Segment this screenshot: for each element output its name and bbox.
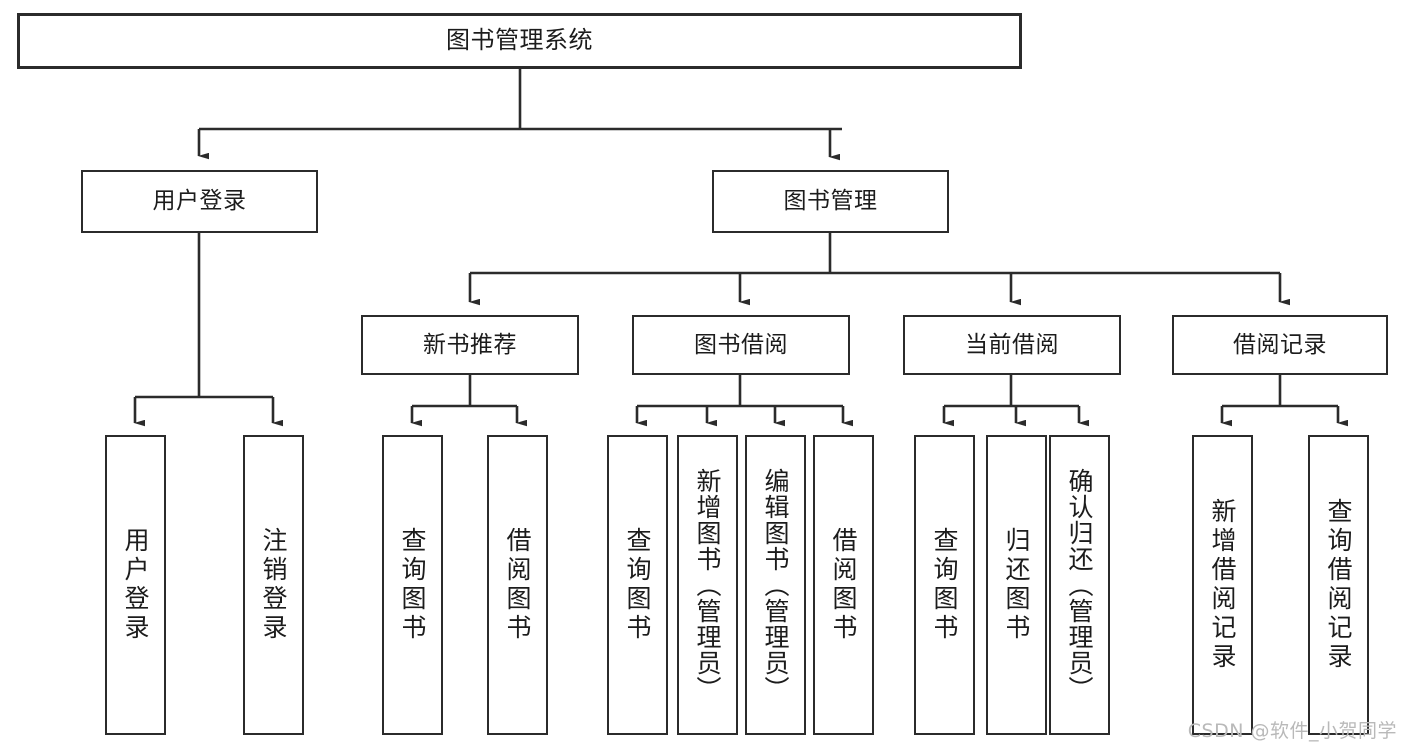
leaf-record-query-borrow-record[interactable]: 查询借阅记录 <box>1308 435 1369 735</box>
node-label: 注销登录 <box>259 527 288 643</box>
node-label: 借阅记录 <box>1233 331 1327 358</box>
node-label: 查询图书 <box>930 527 959 643</box>
node-label: 图书管理 <box>783 188 878 215</box>
node-label: 图书借阅 <box>694 331 788 358</box>
node-book-management[interactable]: 图书管理 <box>712 170 949 233</box>
leaf-recommend-borrow-book[interactable]: 借阅图书 <box>487 435 548 735</box>
node-label: 新增借阅记录 <box>1208 498 1237 672</box>
leaf-recommend-query-book[interactable]: 查询图书 <box>382 435 443 735</box>
node-label: 查询图书 <box>398 527 427 643</box>
node-label: 借阅图书 <box>503 527 532 643</box>
leaf-borrow-edit-book-admin[interactable]: 编辑图书（管理员） <box>745 435 806 735</box>
node-book-borrow[interactable]: 图书借阅 <box>632 315 850 375</box>
leaf-current-query-book[interactable]: 查询图书 <box>914 435 975 735</box>
node-label: 用户登录 <box>121 527 150 643</box>
node-label: 编辑图书（管理员） <box>761 468 790 702</box>
leaf-borrow-add-book-admin[interactable]: 新增图书（管理员） <box>677 435 738 735</box>
node-label: 查询图书 <box>623 527 652 643</box>
leaf-user-login-logout[interactable]: 注销登录 <box>243 435 304 735</box>
leaf-user-login-login[interactable]: 用户登录 <box>105 435 166 735</box>
node-label: 查询借阅记录 <box>1324 498 1353 672</box>
leaf-borrow-borrow-book[interactable]: 借阅图书 <box>813 435 874 735</box>
node-label: 用户登录 <box>152 188 247 215</box>
node-label: 确认归还（管理员） <box>1065 468 1094 702</box>
leaf-current-return-book[interactable]: 归还图书 <box>986 435 1047 735</box>
node-label: 归还图书 <box>1002 527 1031 643</box>
node-label: 借阅图书 <box>829 527 858 643</box>
node-user-login[interactable]: 用户登录 <box>81 170 318 233</box>
leaf-borrow-query-book[interactable]: 查询图书 <box>607 435 668 735</box>
node-current-borrow[interactable]: 当前借阅 <box>903 315 1121 375</box>
node-label: 新增图书（管理员） <box>693 468 722 702</box>
node-root-book-management-system[interactable]: 图书管理系统 <box>17 13 1022 69</box>
node-new-book-recommend[interactable]: 新书推荐 <box>361 315 579 375</box>
csdn-watermark: CSDN @软件_小贺同学 <box>1187 720 1397 742</box>
node-borrow-record[interactable]: 借阅记录 <box>1172 315 1388 375</box>
node-label: 新书推荐 <box>423 331 517 358</box>
leaf-record-add-borrow-record[interactable]: 新增借阅记录 <box>1192 435 1253 735</box>
leaf-current-confirm-return-admin[interactable]: 确认归还（管理员） <box>1049 435 1110 735</box>
node-label: 图书管理系统 <box>446 26 593 55</box>
node-label: 当前借阅 <box>965 331 1059 358</box>
